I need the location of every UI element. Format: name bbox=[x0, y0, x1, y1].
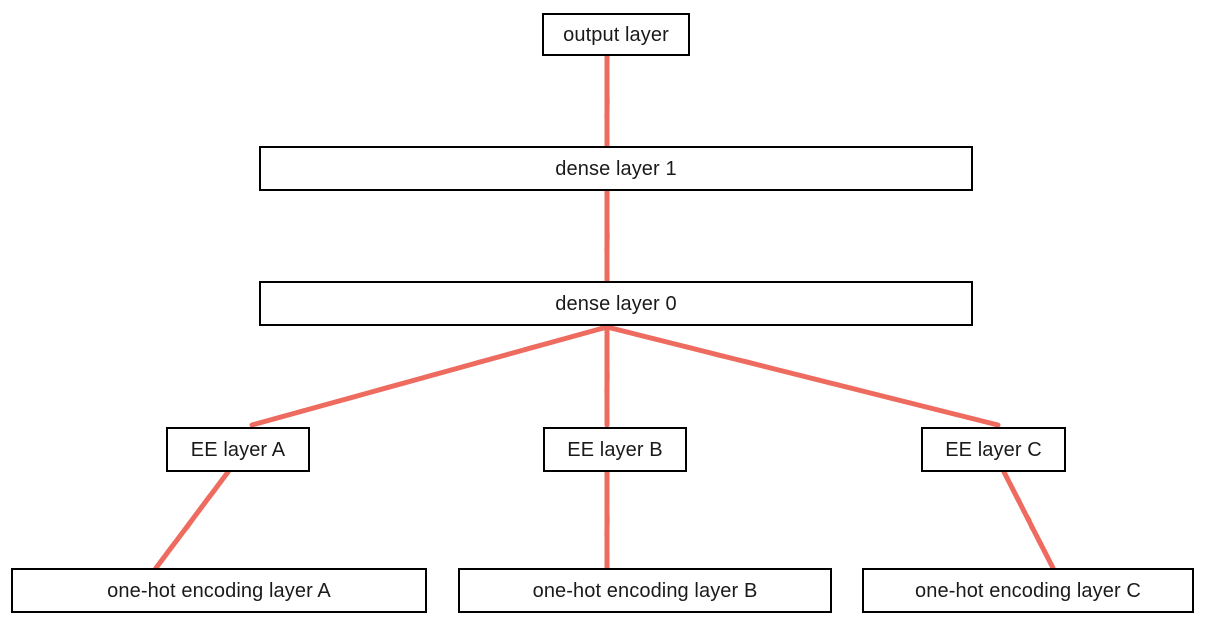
node-one-hot-encoding-layer-c[interactable]: one-hot encoding layer C bbox=[862, 568, 1194, 613]
node-label-ee-layer-c: EE layer C bbox=[945, 438, 1042, 461]
node-dense-layer-1[interactable]: dense layer 1 bbox=[259, 146, 973, 191]
edge-ohc-eec bbox=[1001, 469, 1056, 571]
edge-ohb-eeb bbox=[604, 469, 610, 571]
node-label-output-layer: output layer bbox=[563, 23, 669, 46]
edge-dense1-output bbox=[604, 53, 610, 149]
node-label-dense-layer-0: dense layer 0 bbox=[555, 292, 677, 315]
node-ee-layer-a[interactable]: EE layer A bbox=[166, 427, 310, 472]
node-one-hot-encoding-layer-a[interactable]: one-hot encoding layer A bbox=[11, 568, 427, 613]
edge-eeb-dense0 bbox=[604, 324, 610, 428]
node-label-one-hot-encoding-layer-b: one-hot encoding layer B bbox=[532, 579, 758, 602]
node-ee-layer-c[interactable]: EE layer C bbox=[921, 427, 1066, 472]
edge-oha-eea bbox=[153, 469, 231, 571]
node-ee-layer-b[interactable]: EE layer B bbox=[543, 427, 687, 472]
node-output-layer[interactable]: output layer bbox=[542, 13, 690, 56]
edge-eea-dense0 bbox=[249, 324, 610, 428]
edge-eec-dense0 bbox=[604, 324, 1001, 428]
edge-dense0-dense1 bbox=[604, 188, 610, 284]
node-label-ee-layer-b: EE layer B bbox=[567, 438, 663, 461]
node-label-ee-layer-a: EE layer A bbox=[190, 438, 286, 461]
node-dense-layer-0[interactable]: dense layer 0 bbox=[259, 281, 973, 326]
node-label-one-hot-encoding-layer-c: one-hot encoding layer C bbox=[915, 579, 1141, 602]
node-one-hot-encoding-layer-b[interactable]: one-hot encoding layer B bbox=[458, 568, 832, 613]
node-label-one-hot-encoding-layer-a: one-hot encoding layer A bbox=[107, 579, 331, 602]
node-label-dense-layer-1: dense layer 1 bbox=[555, 157, 677, 180]
